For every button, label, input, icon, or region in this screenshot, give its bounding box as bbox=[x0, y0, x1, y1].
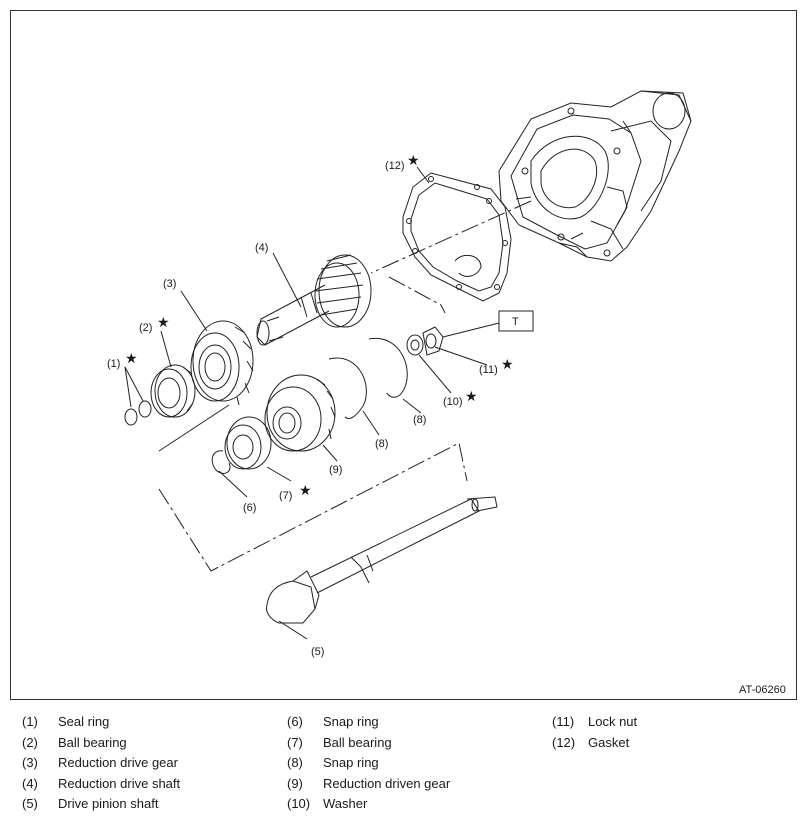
callout-2: (2) bbox=[139, 322, 152, 334]
parts-legend: (1) Seal ring (2) Ball bearing (3) Reductio… bbox=[0, 712, 804, 822]
legend-num: (3) bbox=[22, 755, 38, 771]
callout-10: (10) bbox=[443, 396, 463, 408]
snap-ring-6 bbox=[211, 450, 231, 474]
legend-item: (8) Snap ring bbox=[287, 753, 527, 774]
legend-name: Reduction driven gear bbox=[323, 775, 451, 791]
star-12: ★ bbox=[407, 153, 420, 169]
legend-column-1: (1) Seal ring (2) Ball bearing (3) Reductio… bbox=[22, 712, 262, 815]
legend-num: (5) bbox=[22, 796, 38, 812]
reduction-driven-gear bbox=[264, 374, 336, 452]
legend-column-2: (6) Snap ring (7) Ball bearing (8) Snap rin… bbox=[287, 712, 527, 815]
legend-name: Seal ring bbox=[58, 714, 110, 729]
ball-bearing-2 bbox=[150, 364, 196, 418]
legend-name: Reduction drive gear bbox=[58, 755, 178, 771]
legend-item: (11) Lock nut bbox=[552, 712, 792, 733]
callout-6: (6) bbox=[243, 502, 256, 514]
legend-name: Ball bearing bbox=[323, 734, 392, 750]
legend-num: (4) bbox=[22, 775, 38, 791]
center-lines bbox=[158, 200, 532, 572]
star-2: ★ bbox=[157, 315, 170, 331]
drive-pinion-shaft bbox=[266, 496, 498, 624]
legend-num: (10) bbox=[287, 796, 311, 812]
star-11: ★ bbox=[501, 357, 514, 373]
legend-item: (10) Washer bbox=[287, 794, 527, 815]
star-7: ★ bbox=[299, 483, 312, 499]
legend-num: (9) bbox=[287, 775, 303, 791]
callouts: (1) ★ (2) ★ (3) (4) (5) (6) (7) ★ (8) (8… bbox=[107, 153, 786, 696]
snap-rings-8 bbox=[328, 337, 408, 420]
legend-name: Gasket bbox=[588, 734, 630, 750]
figure-id: AT-06260 bbox=[739, 684, 786, 696]
reduction-drive-gear bbox=[190, 320, 254, 406]
legend-name: Reduction drive shaft bbox=[58, 775, 181, 791]
legend-num: (8) bbox=[287, 755, 303, 771]
legend-item: (4) Reduction drive shaft bbox=[22, 774, 262, 795]
legend-item: (3) Reduction drive gear bbox=[22, 753, 262, 774]
washer-and-lock-nut bbox=[406, 326, 444, 356]
legend-num: (6) bbox=[287, 714, 303, 729]
callout-7: (7) bbox=[279, 490, 292, 502]
reduction-drive-shaft bbox=[256, 254, 372, 346]
star-10: ★ bbox=[465, 389, 478, 405]
legend-item: (12) Gasket bbox=[552, 733, 792, 754]
legend-item: (9) Reduction driven gear bbox=[287, 774, 527, 795]
legend-item: (6) Snap ring bbox=[287, 712, 527, 733]
callout-8a: (8) bbox=[375, 438, 388, 450]
callout-9: (9) bbox=[329, 464, 342, 476]
callout-11: (11) bbox=[479, 364, 498, 376]
ball-bearing-7 bbox=[224, 416, 272, 470]
legend-num: (11) bbox=[552, 714, 575, 729]
legend-num: (2) bbox=[22, 734, 38, 750]
legend-name: Snap ring bbox=[323, 714, 379, 729]
gasket bbox=[402, 172, 512, 302]
callout-8b: (8) bbox=[413, 414, 426, 426]
callout-12: (12) bbox=[385, 160, 405, 172]
exploded-view-diagram: (1) ★ (2) ★ (3) (4) (5) (6) (7) ★ (8) (8… bbox=[10, 10, 797, 700]
legend-name: Lock nut bbox=[588, 714, 638, 729]
legend-name: Drive pinion shaft bbox=[58, 796, 159, 812]
leader-lines bbox=[124, 166, 500, 640]
torque-box-label: T bbox=[512, 316, 519, 328]
callout-1: (1) bbox=[107, 358, 120, 370]
legend-item: (2) Ball bearing bbox=[22, 733, 262, 754]
legend-column-3: (11) Lock nut (12) Gasket bbox=[552, 712, 792, 753]
diagram-canvas: (1) ★ (2) ★ (3) (4) (5) (6) (7) ★ (8) (8… bbox=[107, 90, 786, 696]
legend-item: (1) Seal ring bbox=[22, 712, 262, 733]
legend-num: (12) bbox=[552, 734, 576, 750]
legend-item: (5) Drive pinion shaft bbox=[22, 794, 262, 815]
legend-num: (1) bbox=[22, 714, 38, 729]
legend-name: Snap ring bbox=[323, 755, 379, 771]
callout-3: (3) bbox=[163, 278, 176, 290]
legend-name: Washer bbox=[323, 796, 368, 812]
legend-name: Ball bearing bbox=[58, 734, 127, 750]
torque-box bbox=[498, 310, 534, 332]
callout-5: (5) bbox=[311, 646, 324, 658]
star-1: ★ bbox=[125, 351, 138, 367]
callout-4: (4) bbox=[255, 242, 268, 254]
legend-item: (7) Ball bearing bbox=[287, 733, 527, 754]
legend-num: (7) bbox=[287, 734, 303, 750]
seal-rings bbox=[124, 400, 152, 426]
transmission-housing bbox=[498, 90, 692, 262]
